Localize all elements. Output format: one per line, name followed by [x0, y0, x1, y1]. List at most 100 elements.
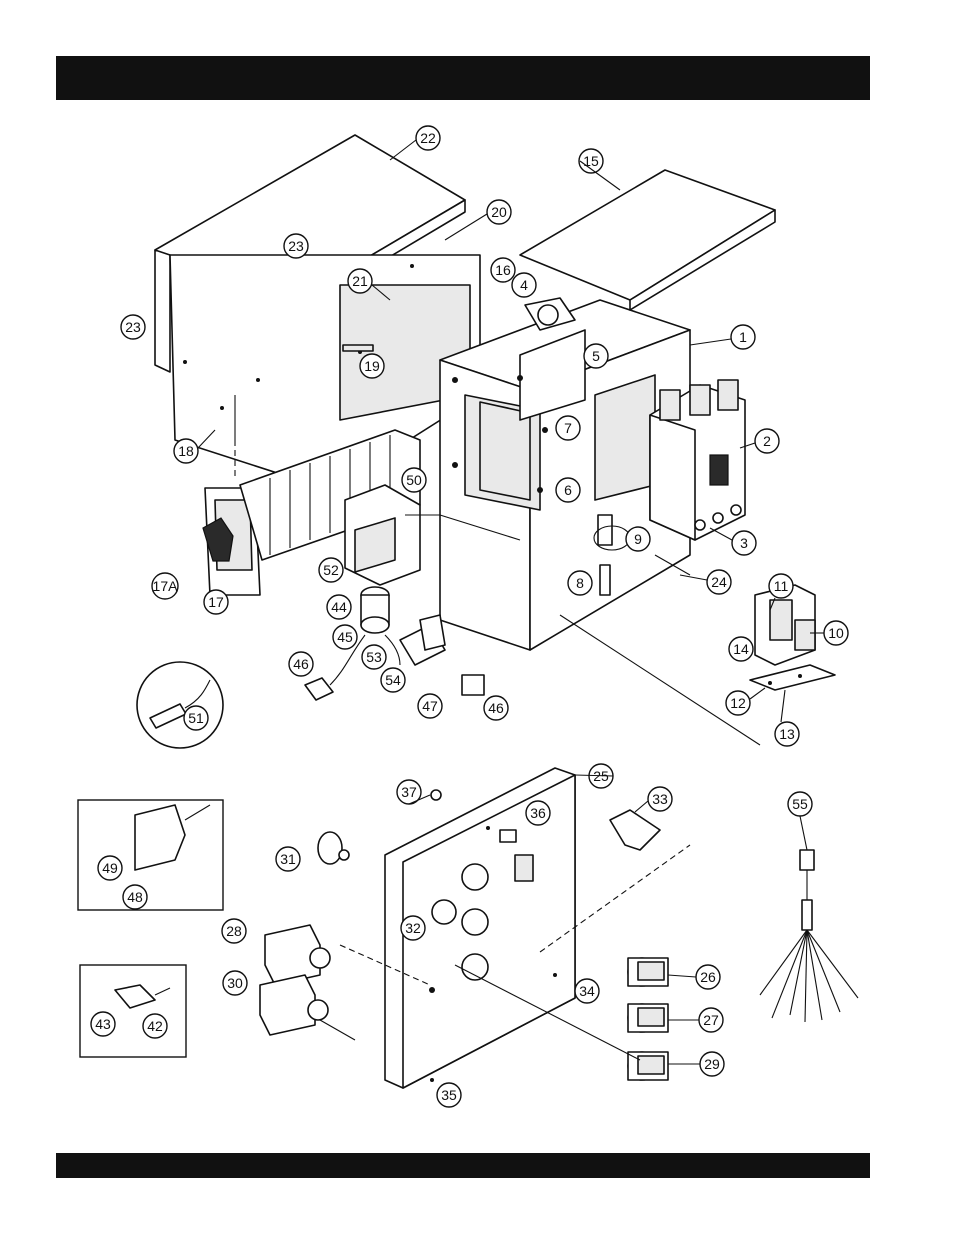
meter-part-29 [628, 1052, 668, 1080]
callout-label: 33 [652, 791, 668, 807]
callout-55: 55 [788, 792, 812, 816]
callout-19: 19 [360, 354, 384, 378]
callout-label: 29 [704, 1056, 720, 1072]
callout-2: 2 [755, 429, 779, 453]
callout-label: 13 [779, 726, 795, 742]
callout-8: 8 [568, 571, 592, 595]
callout-label: 23 [288, 238, 304, 254]
callout-label: 36 [530, 805, 546, 821]
meter-part-26 [628, 958, 668, 986]
callout-20: 20 [487, 200, 511, 224]
callout-label: 55 [792, 796, 808, 812]
callout-54: 54 [381, 668, 405, 692]
callout-label: 17 [208, 594, 224, 610]
washer-part-37 [431, 790, 441, 800]
callout-label: 6 [564, 482, 572, 498]
callout-16: 16 [491, 258, 515, 282]
callout-label: 22 [420, 130, 436, 146]
callout-30: 30 [223, 971, 247, 995]
callout-45: 45 [333, 625, 357, 649]
callout-label: 46 [293, 656, 309, 672]
callout-18: 18 [174, 439, 198, 463]
callout-28: 28 [222, 919, 246, 943]
callout-label: 14 [733, 641, 749, 657]
callout-label: 30 [227, 975, 243, 991]
callout-label: 28 [226, 923, 242, 939]
terminal-block-part [400, 615, 445, 665]
callout-label: 5 [592, 348, 600, 364]
callout-17: 17 [204, 590, 228, 614]
callout-label: 11 [774, 578, 789, 594]
callout-47: 47 [418, 694, 442, 718]
callout-6: 6 [556, 478, 580, 502]
callout-43: 43 [91, 1012, 115, 1036]
callout-31: 31 [276, 847, 300, 871]
callout-label: 52 [323, 562, 339, 578]
callout-52: 52 [319, 558, 343, 582]
callout-32: 32 [401, 916, 425, 940]
callout-46a: 46 [289, 652, 313, 676]
callout-53: 53 [362, 645, 386, 669]
callout-label: 7 [564, 420, 572, 436]
callout-label: 15 [583, 153, 599, 169]
callout-26: 26 [696, 965, 720, 989]
callout-51: 51 [184, 706, 208, 730]
callout-50: 50 [402, 468, 426, 492]
callout-label: 35 [441, 1087, 457, 1103]
callout-label: 2 [763, 433, 771, 449]
callout-1: 1 [731, 325, 755, 349]
callout-label: 1 [739, 329, 747, 345]
callout-label: 32 [405, 920, 421, 936]
callout-7: 7 [556, 416, 580, 440]
inset-box-42-43 [80, 965, 186, 1057]
callout-22: 22 [416, 126, 440, 150]
circuit-breaker-part [650, 380, 745, 540]
callout-46b: 46 [484, 696, 508, 720]
callout-36: 36 [526, 801, 550, 825]
sensor-detail-circle [137, 662, 223, 748]
callout-label: 42 [147, 1018, 163, 1034]
callout-24: 24 [707, 570, 731, 594]
callout-21: 21 [348, 269, 372, 293]
callout-label: 44 [331, 599, 347, 615]
callout-48: 48 [123, 885, 147, 909]
hood-cover-part [155, 135, 480, 490]
callout-44: 44 [327, 595, 351, 619]
callout-label: 31 [280, 851, 296, 867]
callout-13: 13 [775, 722, 799, 746]
callout-label: 4 [520, 277, 528, 293]
callout-label: 50 [406, 472, 422, 488]
callout-label: 47 [422, 698, 438, 714]
callout-label: 17A [153, 578, 179, 594]
callout-14: 14 [729, 637, 753, 661]
switch-part-30 [260, 975, 328, 1035]
callout-27: 27 [699, 1008, 723, 1032]
callout-label: 48 [127, 889, 143, 905]
callout-11: 11 [769, 574, 793, 598]
callout-label: 10 [828, 625, 844, 641]
bracket-part-33 [610, 810, 660, 850]
callout-label: 49 [102, 860, 118, 876]
callout-label: 19 [364, 358, 380, 374]
callout-label: 21 [352, 273, 368, 289]
callout-17a: 17A [152, 573, 178, 599]
callout-label: 3 [740, 535, 748, 551]
callout-10: 10 [824, 621, 848, 645]
callout-34: 34 [575, 979, 599, 1003]
callout-label: 46 [488, 700, 504, 716]
callout-label: 8 [576, 575, 584, 591]
callout-label: 24 [711, 574, 727, 590]
callout-label: 37 [401, 784, 417, 800]
module-part-50 [345, 485, 420, 585]
callout-label: 27 [703, 1012, 719, 1028]
meter-part-27 [628, 1004, 668, 1032]
wire-harness-part [760, 850, 858, 1022]
callout-label: 20 [491, 204, 507, 220]
callout-label: 34 [579, 983, 595, 999]
terminal-part-47 [462, 675, 484, 695]
knob-part-31 [318, 832, 349, 864]
callout-label: 54 [385, 672, 401, 688]
callout-33: 33 [648, 787, 672, 811]
callout-3: 3 [732, 531, 756, 555]
